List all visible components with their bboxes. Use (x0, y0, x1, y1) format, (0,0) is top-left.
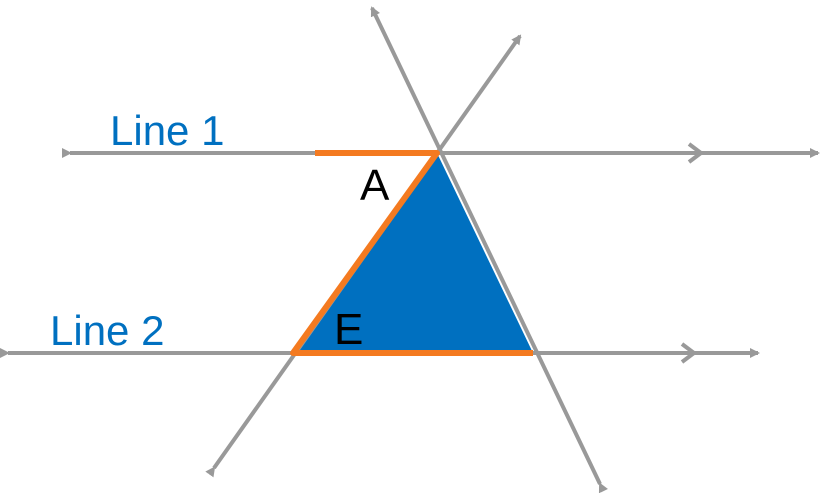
line-2-label: Line 2 (50, 307, 164, 354)
angle-e-label: E (334, 305, 363, 354)
angle-highlight (290, 150, 533, 356)
parallel-mark-line-1 (687, 142, 705, 164)
angle-a-label: A (360, 161, 390, 210)
line-1-label: Line 1 (110, 107, 224, 154)
parallel-mark-line-2 (680, 342, 698, 364)
